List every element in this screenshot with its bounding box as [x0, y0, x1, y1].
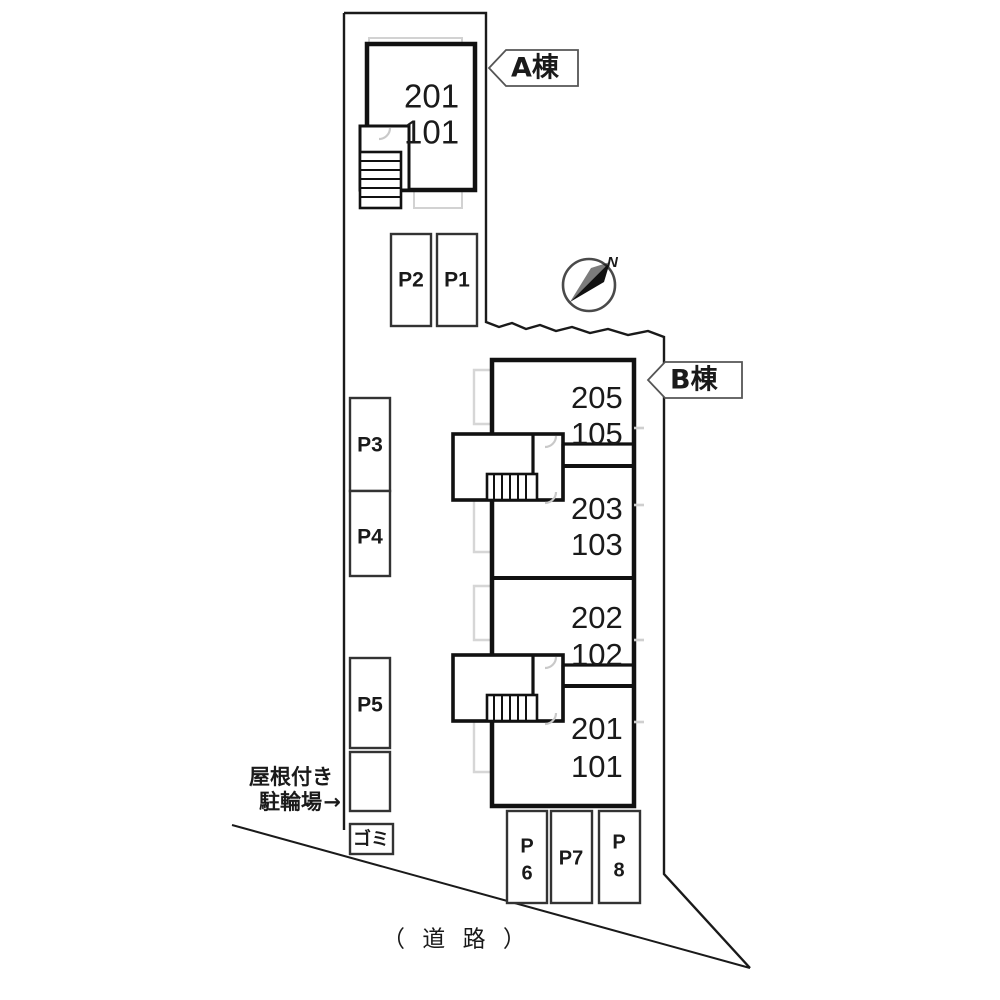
building-b-east-openings [634, 426, 644, 724]
building-b-stairs-upper [451, 432, 634, 502]
compass-north-label: N [607, 254, 619, 271]
parking-label-p8-line2: 8 [613, 859, 624, 881]
garbage-area: ゴミ [348, 822, 395, 856]
unit-label-b-201: 201 [571, 711, 623, 746]
compass-rose: N [561, 254, 619, 313]
parking-row-bottom: P 6 P7 P 8 [505, 809, 642, 905]
parking-row-top: P2 P1 [389, 232, 479, 328]
parking-label-p3: P3 [357, 434, 383, 457]
unit-label-b-105: 105 [571, 416, 623, 451]
parking-space-p3: P3 [348, 396, 392, 493]
parking-space-p4: P4 [348, 489, 392, 578]
callout-building-a: A棟 [487, 49, 579, 87]
parking-space-p5: P5 [348, 656, 392, 750]
unit-label-a-201: 201 [404, 78, 459, 115]
door-swing-icon [378, 127, 392, 141]
unit-label-a-101: 101 [404, 114, 459, 151]
bicycle-parking-label-line1: 屋根付き [249, 765, 333, 789]
road-label: （ 道 路 ） [382, 927, 531, 953]
site-boundary [231, 11, 751, 969]
building-a-eaves [368, 37, 463, 209]
building-a-stairs [358, 150, 403, 210]
parking-label-p5: P5 [357, 694, 383, 717]
unit-label-b-203: 203 [571, 491, 623, 526]
unit-label-b-102: 102 [571, 637, 623, 672]
bicycle-parking-arrow-icon: → [323, 790, 341, 814]
callout-label-a: A棟 [511, 53, 560, 84]
parking-label-p7: P7 [559, 847, 583, 869]
unit-label-b-103: 103 [571, 527, 623, 562]
parking-label-p6-line1: P [520, 835, 533, 857]
building-a: 201 101 [358, 37, 478, 210]
callout-label-b: B棟 [670, 365, 719, 396]
parking-column-left-upper: P3 P4 [348, 396, 392, 578]
parking-space-p1: P1 [435, 232, 479, 328]
parking-label-p1: P1 [444, 269, 470, 292]
unit-label-b-205: 205 [571, 380, 623, 415]
parking-label-p4: P4 [357, 526, 383, 549]
garbage-label: ゴミ [353, 828, 389, 850]
door-swing-icon [544, 712, 558, 726]
parking-space-p7: P7 [549, 809, 594, 905]
bicycle-parking-label-line2: 駐輪場 [259, 790, 322, 814]
unit-label-b-202: 202 [571, 600, 623, 635]
callout-building-b: B棟 [646, 361, 743, 399]
building-b-stairs-lower [451, 653, 634, 723]
parking-space-p8: P 8 [597, 809, 642, 905]
bicycle-parking-annotation: 屋根付き 駐輪場 → [249, 765, 341, 814]
parking-label-p6-line2: 6 [521, 862, 532, 884]
parking-space-p6: P 6 [505, 809, 549, 905]
parking-label-p8-line1: P [612, 831, 625, 853]
building-b: 205 105 203 103 202 102 201 101 [451, 357, 644, 809]
parking-label-p2: P2 [398, 269, 424, 292]
bicycle-parking-area [348, 750, 392, 813]
door-swing-icon [544, 491, 558, 505]
unit-label-b-101: 101 [571, 749, 623, 784]
door-swing-icon [544, 435, 558, 449]
door-swing-icon [544, 656, 558, 670]
parking-space-p2: P2 [389, 232, 433, 328]
parking-column-left-lower: P5 ゴミ [348, 656, 395, 856]
